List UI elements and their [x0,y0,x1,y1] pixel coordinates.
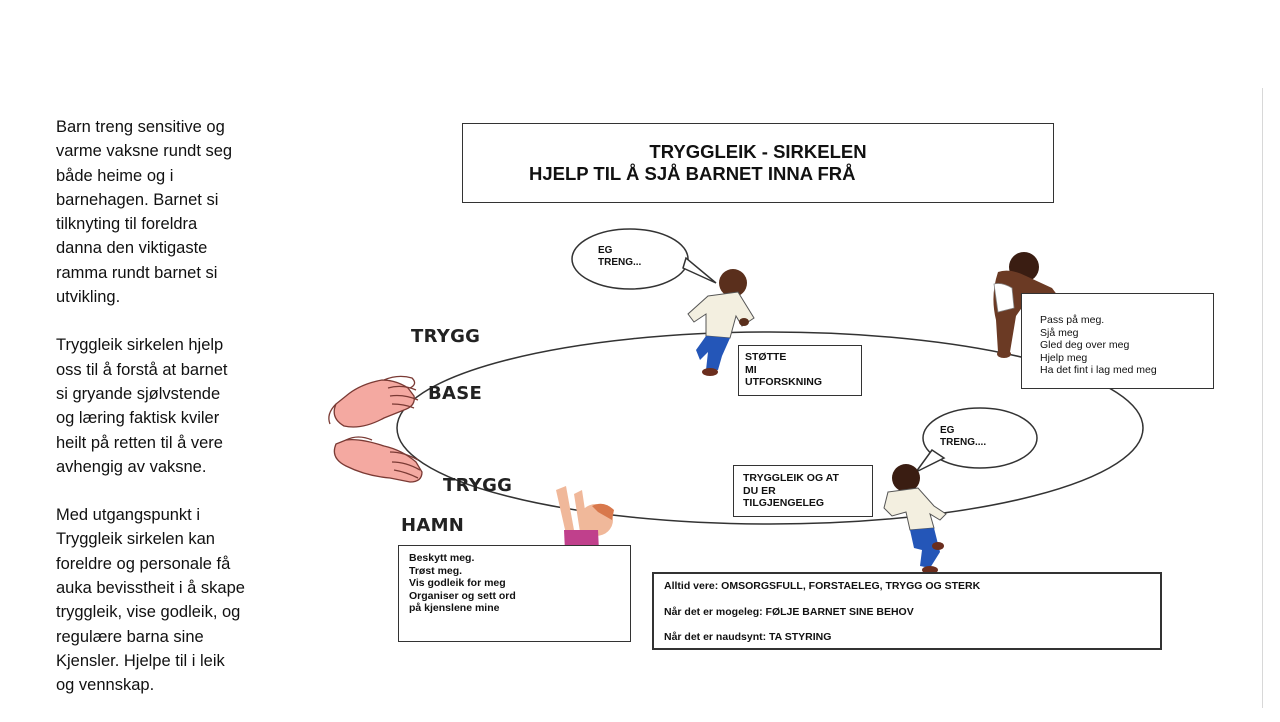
guidance-always: Alltid vere: OMSORGSFULL, FORSTAELEG, TR… [664,580,981,592]
bubble-text-top: EG TRENG... [598,245,642,268]
label-trygg-base-1: TRYGG [411,326,481,347]
box-pass-pa-meg: Pass på meg. Sjå meg Gled deg over meg H… [1021,293,1214,389]
box-tryggleik-tilgjengeleg: TRYGGLEIK OG AT DU ER TILGJENGELEG [733,465,873,517]
text-line: Med utgangspunkt i [56,506,201,525]
text-line: varme vaksne rundt seg [56,142,233,161]
guidance-possible: Når det er mogeleg: FØLJE BARNET SINE BE… [664,605,914,618]
box-stotte-utforskning: STØTTE MI UTFORSKNING [738,345,862,396]
paragraph-3: Med utgangspunkt i Tryggleik sirkelen kan… [56,503,288,697]
text-line: auka bevisstheit i å skape [56,579,245,598]
title-line-2: HJELP TIL Å SJÅ BARNET INNA FRÅ [529,163,856,184]
guidance-necessary: Når det er naudsynt: TA STYRING [664,631,832,643]
text-line: regulære barna sine [56,627,204,646]
security-circle [396,331,1144,525]
text-line: både heime og i [56,166,174,185]
text-line: ramma rundt barnet si [56,263,218,282]
text-line: barnehagen. Barnet si [56,190,219,209]
page-edge-line [1262,88,1263,708]
box-beskytt-meg: Beskytt meg. Trøst meg. Vis godleik for … [398,545,631,642]
text-line: Tryggleik sirkelen hjelp [56,336,224,355]
text-line: avhengig av vaksne. [56,457,207,476]
intro-text: Barn treng sensitive og varme vaksne rund… [56,115,288,722]
paragraph-1: Barn treng sensitive og varme vaksne rund… [56,115,288,309]
text-line: oss til å forstå at barnet [56,360,228,379]
bubble-text-right: EG TRENG.... [940,425,987,448]
title-box: TRYGGLEIK - SIRKELEN HJELP TIL Å SJÅ BAR… [462,123,1054,203]
text-line: heilt på retten til å vere [56,433,223,452]
paragraph-2: Tryggleik sirkelen hjelp oss til å forstå… [56,333,288,479]
speech-bubble-top [571,228,717,290]
text-line: utvikling. [56,288,121,307]
text-line: og læring faktisk kviler [56,409,220,428]
speech-bubble-right [915,407,1038,473]
text-line: si gryande sjølvstende [56,384,221,403]
text-line: foreldre og personale få [56,554,231,573]
upper-hand-icon [328,375,419,428]
climbing-baby-icon [993,252,1058,358]
text-line: Kjensler. Hjelpe til i leik [56,651,225,670]
lower-hand-icon [333,436,423,483]
text-line: Barn treng sensitive og [56,118,225,136]
text-line: danna den viktigaste [56,239,208,258]
toddler-top-icon [687,269,755,376]
label-trygg-hamn-1: TRYGG [443,475,513,496]
label-trygg-hamn-2: HAMN [401,515,465,536]
box-guidance: Alltid vere: OMSORGSFULL, FORSTAELEG, TR… [652,572,1162,650]
text-line: tilknyting til foreldra [56,215,198,234]
text-line: tryggleik, vise godleik, og [56,603,241,622]
label-trygg-base-2: BASE [428,383,483,404]
text-line: Tryggleik sirkelen kan [56,530,215,549]
title-line-1: TRYGGLEIK - SIRKELEN [649,141,867,162]
text-line: og vennskap. [56,676,155,695]
